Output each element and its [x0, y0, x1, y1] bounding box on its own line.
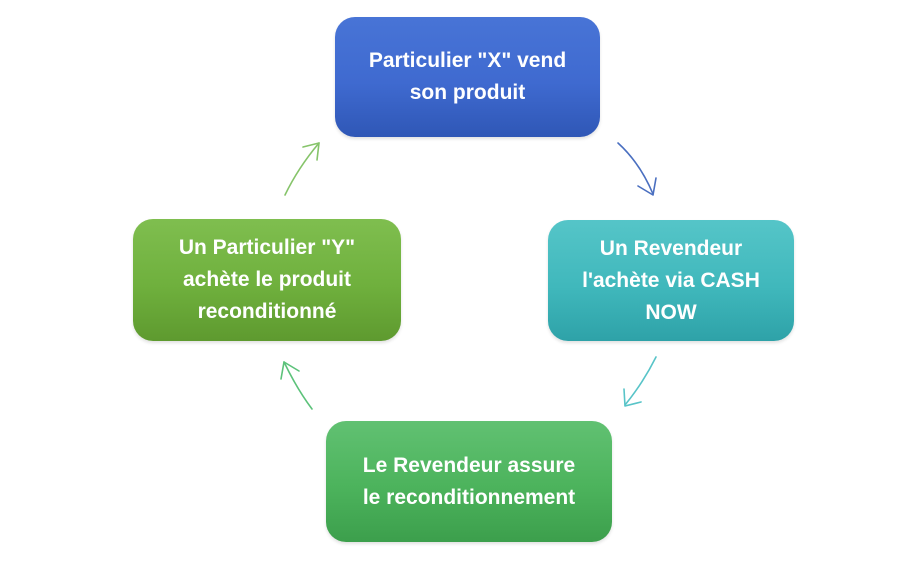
node-buyer-y-line2: achète le produit — [182, 268, 351, 291]
node-seller-x-line1: Particulier "X" vend — [368, 49, 567, 72]
arrow-right-to-bottom — [623, 356, 657, 407]
node-buyer-y: Un Particulier "Y" achète le produit rec… — [133, 219, 401, 341]
arrow-bottom-to-left — [280, 361, 313, 410]
node-buyer-y-line1: Un Particulier "Y" — [178, 236, 356, 259]
node-reseller-buys-line1: Un Revendeur — [599, 236, 743, 260]
node-buyer-y-line3: reconditionné — [197, 300, 337, 323]
node-reseller-buys-line3: NOW — [645, 300, 697, 324]
arrow-left-to-top — [284, 142, 320, 196]
node-reseller-buys-line2: l'achète via CASH — [582, 268, 760, 292]
arrow-top-to-right — [617, 142, 657, 196]
node-seller-x-line2: son produit — [409, 81, 526, 104]
node-reconditioning: Le Revendeur assure le reconditionnement — [326, 421, 612, 542]
node-reconditioning-line1: Le Revendeur assure — [362, 453, 576, 477]
node-reseller-buys: Un Revendeur l'achète via CASH NOW — [548, 220, 794, 341]
node-seller-x: Particulier "X" vend son produit — [335, 17, 600, 137]
node-reconditioning-line2: le reconditionnement — [362, 485, 576, 509]
